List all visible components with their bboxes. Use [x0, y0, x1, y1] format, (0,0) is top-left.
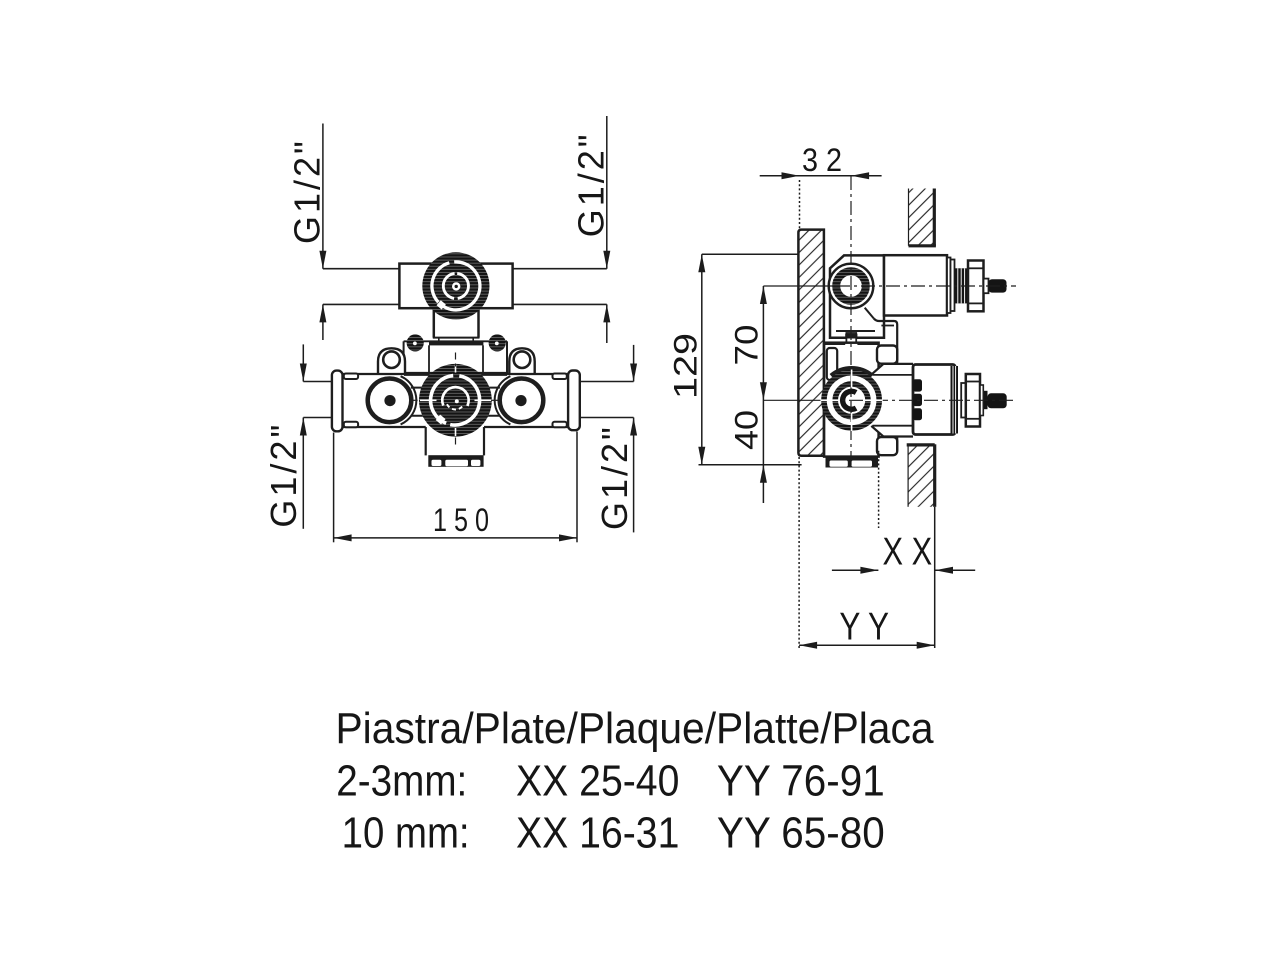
svg-text:G1/2": G1/2" — [287, 138, 328, 244]
svg-text:X X: X X — [883, 531, 933, 574]
svg-text:Piastra/Plate/Plaque/Platte/Pl: Piastra/Plate/Plaque/Platte/Placa — [336, 704, 934, 753]
svg-text:XX 25-40: XX 25-40 — [516, 757, 679, 806]
svg-text:Y Y: Y Y — [839, 606, 889, 649]
svg-text:YY 65-80: YY 65-80 — [717, 809, 885, 858]
svg-text:G1/2": G1/2" — [594, 424, 635, 530]
svg-text:129: 129 — [667, 333, 703, 399]
svg-text:YY 76-91: YY 76-91 — [717, 757, 885, 806]
svg-text:3 2: 3 2 — [802, 142, 842, 178]
svg-text:G1/2": G1/2" — [263, 422, 304, 528]
svg-text:40: 40 — [728, 410, 764, 450]
svg-text:XX 16-31: XX 16-31 — [516, 809, 679, 858]
svg-text:1 5 0: 1 5 0 — [433, 502, 489, 538]
svg-text:70: 70 — [729, 325, 765, 366]
svg-text:G1/2": G1/2" — [570, 131, 611, 237]
svg-text:10 mm:: 10 mm: — [342, 809, 470, 858]
svg-text:2-3mm:: 2-3mm: — [336, 757, 467, 806]
